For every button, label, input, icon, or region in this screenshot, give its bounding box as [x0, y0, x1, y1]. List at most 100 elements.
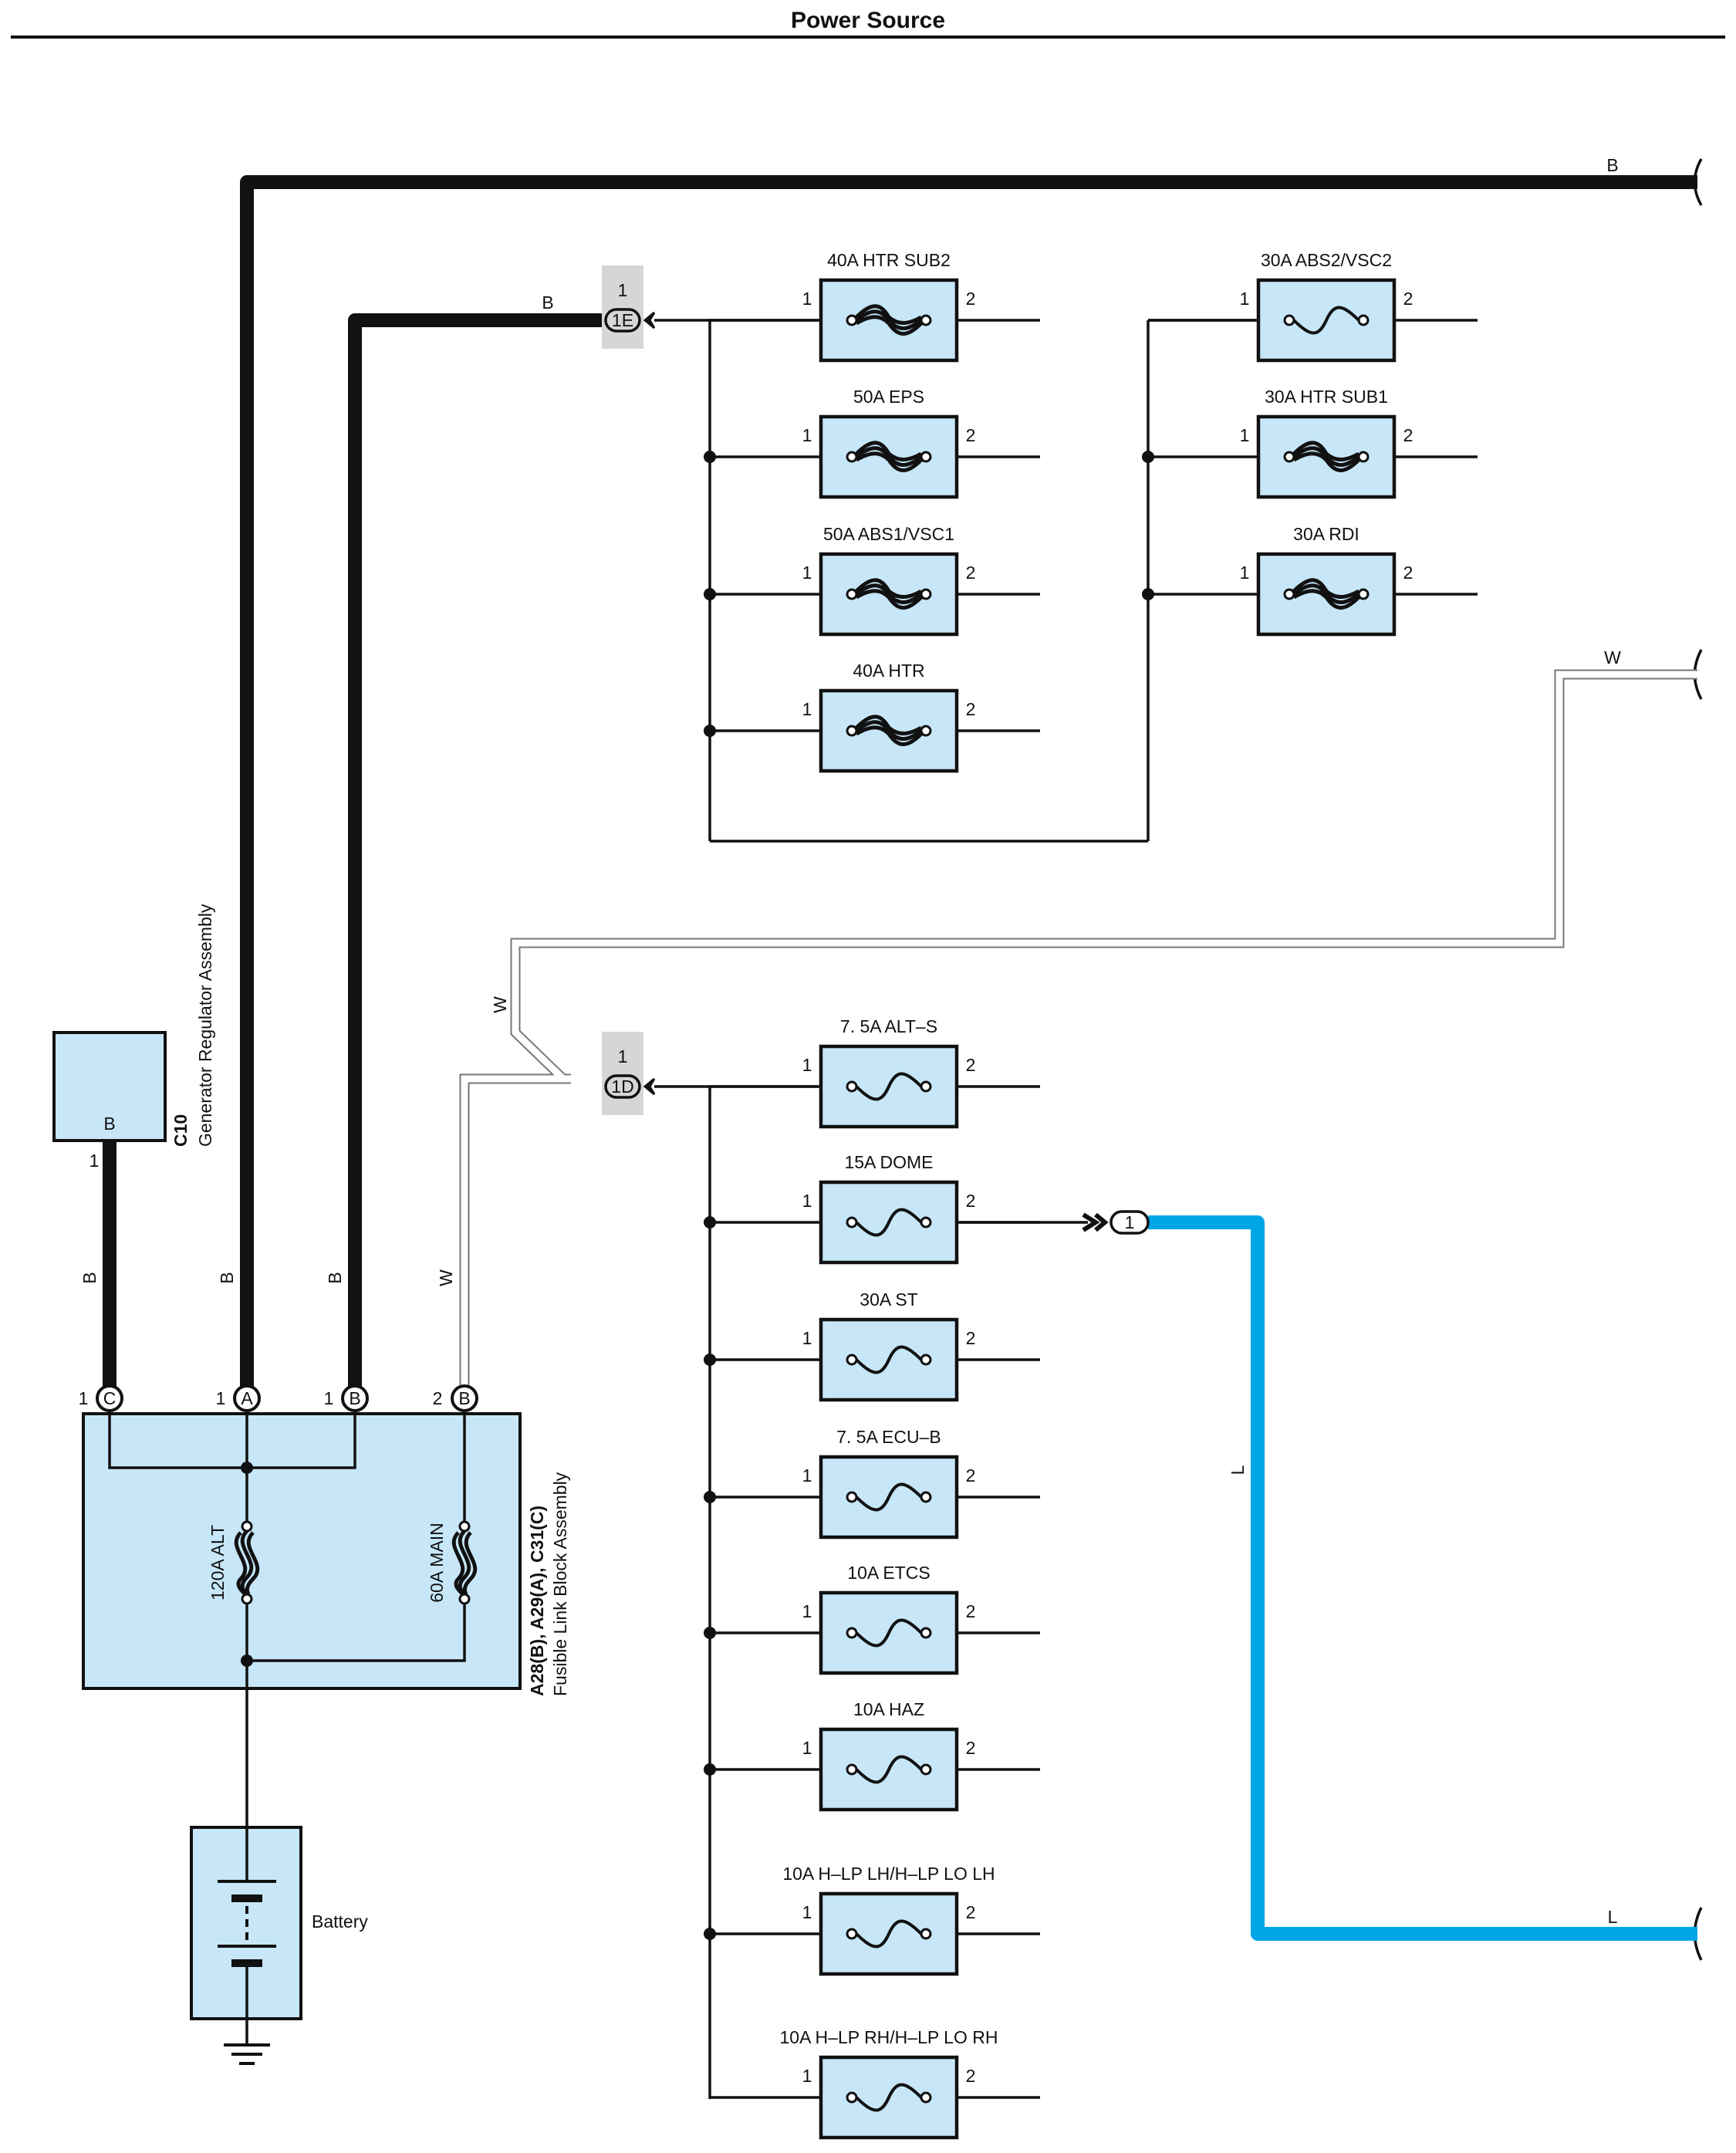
fuse-30a-abs2-vsc2-pin-out: 2 [1403, 289, 1413, 309]
wire-break-b [1693, 158, 1703, 206]
fuse-icon [846, 1345, 932, 1374]
fuse-7-5a-ecu-b-pin-out: 2 [966, 1465, 976, 1485]
wire-b-main [240, 175, 1697, 1398]
fuse-10a-haz-pin-in: 1 [802, 1738, 812, 1758]
flb-terminal-b2-letter: B [458, 1388, 470, 1408]
wire-label-w-vert: W [436, 1269, 456, 1286]
link-120a-alt-label: 120A ALT [208, 1525, 228, 1600]
fusible-link-icon [846, 304, 932, 336]
fuse-icon [846, 2083, 932, 2112]
fuse-7-5a-ecu-b-pin-in: 1 [802, 1465, 812, 1485]
wire-w-group [459, 669, 1697, 1398]
connector-1e-arrow [643, 311, 656, 330]
fuse-50a-abs1-vsc1-label: 50A ABS1/VSC1 [823, 524, 954, 544]
fuse-50a-eps-label: 50A EPS [853, 387, 924, 407]
wire-b-to-1e [348, 313, 610, 1398]
flb-terminal-a-letter: A [241, 1388, 253, 1408]
connector-dome-pin: 1 [1125, 1212, 1135, 1232]
flb-terminal-c: C 1 [79, 1384, 123, 1412]
fuse-30a-rdi-pin-out: 2 [1403, 563, 1413, 583]
fuse-7-5a-alt-s-pin-in: 1 [802, 1055, 812, 1075]
flb-internal-bus [108, 1414, 356, 1469]
junction-dot [704, 1627, 716, 1639]
junction-dot [704, 588, 716, 600]
fuse-30a-htr-sub1-pin-in: 1 [1240, 425, 1250, 445]
fuse-icon [846, 1482, 932, 1512]
wire-label-gen-b: B [79, 1272, 100, 1283]
link-60a-main-icon [451, 1520, 478, 1605]
junction-dot [704, 1354, 716, 1366]
link-60a-main-label: 60A MAIN [427, 1523, 447, 1603]
wire-label-l-right: L [1608, 1907, 1618, 1927]
fuse-30a-htr-sub1-label: 30A HTR SUB1 [1265, 387, 1388, 407]
fuse-10a-h-lp-rh-h-lp-lo-rh-pin-out: 2 [966, 2066, 976, 2086]
fusible-link-icon [846, 715, 932, 746]
flb-name: Fusible Link Block Assembly [550, 1472, 570, 1696]
link-120a-alt-icon [234, 1520, 260, 1605]
wire-label-right-w: W [1604, 647, 1621, 668]
junction-dot [704, 451, 716, 463]
fuse-10a-h-lp-lh-h-lp-lo-lh-pin-out: 2 [966, 1902, 976, 1922]
generator-terminal: B [103, 1114, 115, 1134]
wire-l-blue [1148, 1215, 1697, 1941]
generator-pin: 1 [90, 1151, 100, 1171]
fuse-50a-abs1-vsc1-pin-in: 1 [802, 563, 812, 583]
fuse-30a-abs2-vsc2-label: 30A ABS2/VSC2 [1261, 250, 1392, 270]
connector-1e: 1 1E [602, 265, 656, 349]
wire-label-mid-b: B [542, 292, 553, 313]
fuse-30a-st-pin-out: 2 [966, 1328, 976, 1348]
junction-dot [1142, 451, 1154, 463]
flb-terminal-a: A 1 [216, 1384, 261, 1412]
fuse-40a-htr-sub2-pin-out: 2 [966, 289, 976, 309]
fuse-50a-abs1-vsc1: 50A ABS1/VSC1 1 2 [710, 524, 1040, 637]
fusible-link-icon [846, 578, 932, 610]
fuse-10a-h-lp-lh-h-lp-lo-lh-pin-in: 1 [802, 1902, 812, 1922]
fuse-30a-abs2-vsc2: 30A ABS2/VSC2 1 2 [1148, 250, 1478, 363]
fuse-7-5a-alt-s-body [819, 1044, 959, 1129]
fuse-10a-etcs-label: 10A ETCS [847, 1563, 930, 1583]
fuse-30a-rdi-label: 30A RDI [1293, 524, 1359, 544]
fuse-30a-st: 30A ST 1 2 [710, 1289, 1040, 1402]
fuse-40a-htr-label: 40A HTR [853, 661, 924, 681]
fuse-30a-rdi-body [1256, 552, 1397, 637]
fusible-link-icon [846, 441, 932, 472]
flb-terminal-c-pin: 1 [79, 1388, 89, 1408]
fuse-15a-dome-pin-in: 1 [802, 1191, 812, 1211]
generator-id: C10 [171, 1114, 191, 1147]
battery-label: Battery [312, 1911, 368, 1932]
connector-1d-pin: 1 [618, 1046, 628, 1066]
fuse-30a-abs2-vsc2-pin-in: 1 [1240, 289, 1250, 309]
fuse-10a-h-lp-rh-h-lp-lo-rh-label: 10A H–LP RH/H–LP LO RH [780, 2027, 998, 2047]
fuse-30a-st-pin-in: 1 [802, 1328, 812, 1348]
fuse-10a-h-lp-lh-h-lp-lo-lh-label: 10A H–LP LH/H–LP LO LH [782, 1864, 995, 1884]
page-title: Power Source [791, 8, 945, 33]
fuse-30a-st-label: 30A ST [860, 1289, 917, 1310]
fuse-icon [846, 1072, 932, 1101]
flb-terminal-b2-pin: 2 [433, 1388, 443, 1408]
flb-terminal-a-pin: 1 [216, 1388, 226, 1408]
fuse-40a-htr-sub2-pin-in: 1 [802, 289, 812, 309]
fuse-50a-abs1-vsc1-pin-out: 2 [966, 563, 976, 583]
fuse-30a-rdi-pin-in: 1 [1240, 563, 1250, 583]
flb-terminal-b2: B 2 [433, 1384, 478, 1412]
generator-name: Generator Regulator Assembly [195, 904, 215, 1147]
fuse-30a-st-body [819, 1317, 959, 1402]
connector-dome-out: 1 [961, 1210, 1150, 1235]
fuse-40a-htr-pin-in: 1 [802, 699, 812, 719]
fuse-icon [846, 1919, 932, 1949]
connector-1d-arrow [643, 1077, 656, 1096]
flb-terminal-b1-pin: 1 [324, 1388, 334, 1408]
fuse-icon [846, 1618, 932, 1648]
fuse-10a-haz-label: 10A HAZ [853, 1699, 924, 1719]
flb-terminal-b1: B 1 [324, 1384, 369, 1412]
wire-label-b-b: B [325, 1272, 345, 1283]
wire-label-l-vert: L [1228, 1465, 1248, 1475]
